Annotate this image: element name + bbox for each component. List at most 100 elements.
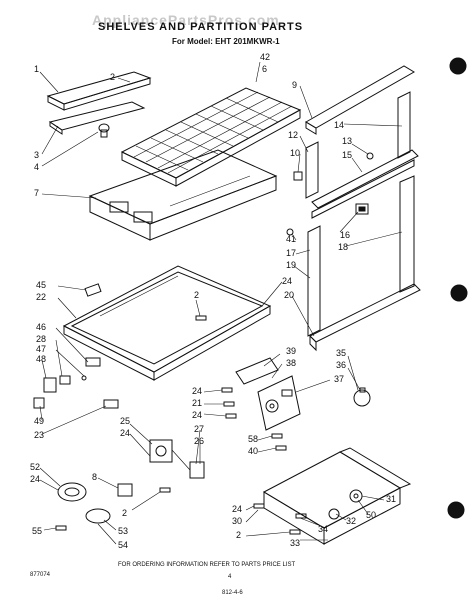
callout: 1 [34, 64, 39, 74]
part-screws-24-21 [221, 387, 237, 419]
part-knobs-50-32 [328, 489, 363, 520]
part-small-hardware-left [33, 357, 119, 409]
callout: 24 [282, 276, 292, 286]
part-screw-41 [286, 228, 294, 236]
callout: 24 [192, 386, 202, 396]
callout: 52 [30, 462, 40, 472]
callout: 23 [34, 430, 44, 440]
callout: 45 [36, 280, 46, 290]
callout: 40 [248, 446, 258, 456]
callout: 8 [92, 472, 97, 482]
part-glass-shelf-22 [62, 265, 272, 381]
callout: 28 [36, 334, 46, 344]
callout: 2 [236, 530, 241, 540]
part-control-53-54 [55, 508, 111, 531]
callout: 38 [286, 358, 296, 368]
callout: 2 [194, 290, 199, 300]
part-bracket-16 [355, 203, 369, 215]
callout: 16 [340, 230, 350, 240]
callout: 21 [192, 398, 202, 408]
page-title: SHELVES AND PARTITION PARTS [98, 21, 303, 33]
callout: 27 [194, 424, 204, 434]
callout: 30 [232, 516, 242, 526]
part-screws-58-40 [271, 433, 287, 451]
part-screw-13 [366, 152, 374, 160]
callout: 19 [286, 260, 296, 270]
callout: 4 [34, 162, 39, 172]
callout: 32 [346, 516, 356, 526]
part-control-knob-52 [57, 482, 87, 502]
callout: 3 [34, 150, 39, 160]
callout: 17 [286, 248, 296, 258]
callout: 15 [342, 150, 352, 160]
callout: 24 [192, 410, 202, 420]
callout: 49 [34, 416, 44, 426]
part-shelf-grid [120, 87, 302, 187]
callout: 24 [232, 504, 242, 514]
handwritten-note: 812-4-6 [222, 590, 243, 596]
callout: 22 [36, 292, 46, 302]
part-thermostat [149, 439, 205, 479]
callout: 31 [386, 494, 396, 504]
part-bottom-rail-20 [309, 283, 421, 352]
callout: 34 [318, 524, 328, 534]
part-trim-1 [46, 71, 152, 111]
callout: 18 [338, 242, 348, 252]
binder-hole-top [449, 57, 467, 75]
callout: 42 [260, 52, 270, 62]
callout-numbers: 1 2 3 4 42 6 9 14 12 13 10 15 7 16 41 17… [30, 52, 396, 550]
leader-lines [39, 61, 403, 545]
part-vertical-trim-14 [397, 91, 411, 159]
callout: 12 [288, 130, 298, 140]
part-connector-8 [117, 483, 133, 497]
part-divider-7 [88, 149, 278, 241]
callout: 20 [284, 290, 294, 300]
callout: 37 [334, 374, 344, 384]
callout: 2 [110, 72, 115, 82]
callout: 35 [336, 348, 346, 358]
callout: 55 [32, 526, 42, 536]
callout: 26 [194, 436, 204, 446]
callout: 9 [292, 80, 297, 90]
callout: 24 [30, 474, 40, 484]
callout: 36 [336, 360, 346, 370]
callout: 39 [286, 346, 296, 356]
callout: 58 [248, 434, 258, 444]
callout: 7 [34, 188, 39, 198]
part-clip-10 [293, 171, 303, 181]
part-screw-2 [159, 315, 207, 493]
callout: 54 [118, 540, 128, 550]
callout: 50 [366, 510, 376, 520]
part-hinge-assembly [235, 357, 301, 431]
callout: 14 [334, 120, 344, 130]
part-top-rail-9 [305, 65, 415, 135]
model-line: For Model: EHT 201MKWR-1 [172, 37, 280, 46]
callout: 6 [262, 64, 267, 74]
part-screws-30-34 [253, 503, 307, 535]
ordering-instruction: FOR ORDERING INFORMATION REFER TO PARTS … [118, 562, 295, 568]
callout: 46 [36, 322, 46, 332]
callout: 53 [118, 526, 128, 536]
part-middle-rail-15 [311, 149, 419, 219]
callout: 24 [120, 428, 130, 438]
callout: 41 [286, 234, 296, 244]
callout: 13 [342, 136, 352, 146]
callout: 48 [36, 354, 46, 364]
figure-code: 877074 [30, 572, 51, 578]
callout: 33 [290, 538, 300, 548]
callout: 25 [120, 416, 130, 426]
part-vertical-18 [399, 175, 415, 293]
binder-hole-bottom [447, 501, 465, 519]
part-clip-45 [84, 283, 102, 297]
part-vertical-17 [307, 225, 321, 337]
page-number: 4 [228, 574, 232, 580]
part-light-bulb [353, 387, 371, 407]
watermark: AppliancePartsPros.com [92, 12, 280, 28]
callout: 47 [36, 344, 46, 354]
callout: 2 [122, 508, 127, 518]
callout: 10 [290, 148, 300, 158]
binder-hole-middle [450, 284, 468, 302]
part-knob-4 [98, 123, 110, 138]
part-trim-3 [48, 101, 146, 135]
